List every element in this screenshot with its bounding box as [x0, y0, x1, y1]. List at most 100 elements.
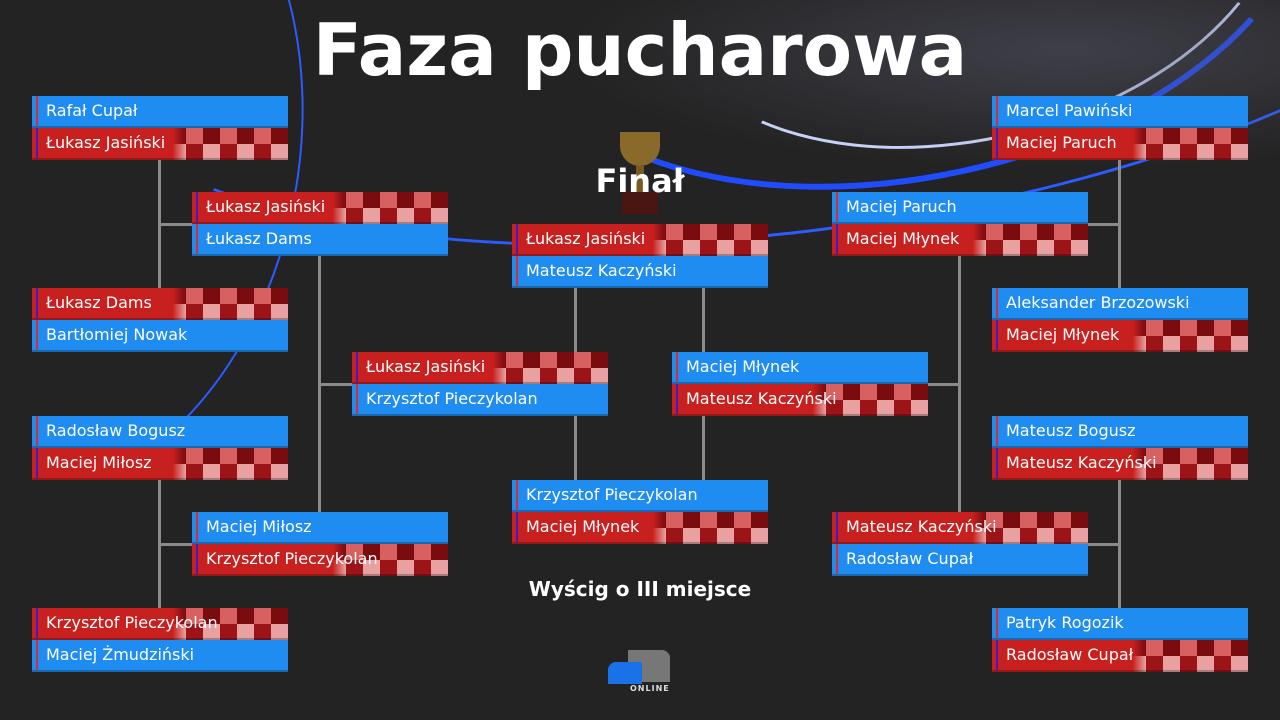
team-color-strip [672, 352, 678, 382]
player-name: Mateusz Kaczyński [846, 517, 997, 536]
player-name: Patryk Rogozik [1006, 613, 1124, 632]
player-row[interactable]: Krzysztof Pieczykolan [352, 384, 608, 416]
team-color-strip [352, 384, 358, 414]
winner-row[interactable]: Maciej Miłosz [32, 448, 288, 480]
team-color-strip [992, 640, 998, 670]
player-name: Mateusz Kaczyński [686, 389, 837, 408]
team-color-strip [992, 416, 998, 446]
player-row[interactable]: Aleksander Brzozowski [992, 288, 1248, 320]
player-name: Radosław Cupał [846, 549, 974, 568]
player-row[interactable]: Maciej Miłosz [192, 512, 448, 544]
winner-row[interactable]: Radosław Cupał [992, 640, 1248, 672]
team-color-strip [832, 224, 838, 254]
player-name: Bartłomiej Nowak [46, 325, 188, 344]
winner-row[interactable]: Maciej Młynek [512, 512, 768, 544]
player-name: Radosław Cupał [1006, 645, 1134, 664]
player-row[interactable]: Maciej Żmudziński [32, 640, 288, 672]
player-name: Radosław Bogusz [46, 421, 186, 440]
team-color-strip [992, 128, 998, 158]
player-row[interactable]: Łukasz Dams [192, 224, 448, 256]
team-color-strip [32, 448, 38, 478]
player-row[interactable]: Krzysztof Pieczykolan [512, 480, 768, 512]
team-color-strip [32, 608, 38, 638]
winner-row[interactable]: Mateusz Kaczyński [832, 512, 1088, 544]
winner-row[interactable]: Maciej Młynek [992, 320, 1248, 352]
team-color-strip [352, 352, 358, 382]
player-name: Maciej Młynek [846, 229, 960, 248]
player-name: Łukasz Jasiński [206, 197, 326, 216]
team-color-strip [672, 384, 678, 414]
player-name: Mateusz Kaczyński [1006, 453, 1157, 472]
winner-row[interactable]: Krzysztof Pieczykolan [192, 544, 448, 576]
team-color-strip [192, 192, 198, 222]
winner-row[interactable]: Maciej Paruch [992, 128, 1248, 160]
player-row[interactable]: Radosław Bogusz [32, 416, 288, 448]
player-name: Maciej Paruch [1006, 133, 1117, 152]
team-color-strip [512, 224, 518, 254]
winner-row[interactable]: Łukasz Dams [32, 288, 288, 320]
team-color-strip [512, 480, 518, 510]
team-color-strip [32, 320, 38, 350]
player-name: Maciej Młynek [1006, 325, 1120, 344]
winner-row[interactable]: Łukasz Jasiński [32, 128, 288, 160]
team-color-strip [192, 224, 198, 254]
player-row[interactable]: Patryk Rogozik [992, 608, 1248, 640]
player-name: Aleksander Brzozowski [1006, 293, 1190, 312]
player-name: Łukasz Jasiński [46, 133, 166, 152]
winner-row[interactable]: Łukasz Jasiński [192, 192, 448, 224]
team-color-strip [32, 128, 38, 158]
team-color-strip [992, 608, 998, 638]
player-row[interactable]: Maciej Paruch [832, 192, 1088, 224]
player-row[interactable]: Rafał Cupał [32, 96, 288, 128]
player-row[interactable]: Radosław Cupał [832, 544, 1088, 576]
player-row[interactable]: Maciej Młynek [672, 352, 928, 384]
winner-row[interactable]: Łukasz Jasiński [512, 224, 768, 256]
winner-row[interactable]: Łukasz Jasiński [352, 352, 608, 384]
team-color-strip [512, 512, 518, 542]
team-color-strip [32, 288, 38, 318]
player-name: Łukasz Jasiński [366, 357, 486, 376]
player-name: Łukasz Dams [206, 229, 312, 248]
player-name: Rafał Cupał [46, 101, 138, 120]
player-row[interactable]: Bartłomiej Nowak [32, 320, 288, 352]
player-name: Krzysztof Pieczykolan [46, 613, 218, 632]
player-name: Łukasz Jasiński [526, 229, 646, 248]
player-row[interactable]: Mateusz Kaczyński [512, 256, 768, 288]
player-name: Maciej Żmudziński [46, 645, 195, 664]
team-color-strip [992, 448, 998, 478]
player-name: Marcel Pawiński [1006, 101, 1133, 120]
team-color-strip [832, 512, 838, 542]
player-row[interactable]: Marcel Pawiński [992, 96, 1248, 128]
third-place-label: Wyścig o III miejsce [528, 577, 752, 601]
team-color-strip [992, 288, 998, 318]
team-color-strip [192, 512, 198, 542]
team-color-strip [992, 320, 998, 350]
winner-row[interactable]: Mateusz Kaczyński [992, 448, 1248, 480]
player-name: Maciej Paruch [846, 197, 957, 216]
team-color-strip [512, 256, 518, 286]
player-row[interactable]: Mateusz Bogusz [992, 416, 1248, 448]
team-color-strip [992, 96, 998, 126]
team-color-strip [32, 640, 38, 670]
trophy-icon [612, 132, 668, 216]
winner-row[interactable]: Krzysztof Pieczykolan [32, 608, 288, 640]
winner-row[interactable]: Mateusz Kaczyński [672, 384, 928, 416]
player-name: Maciej Młynek [526, 517, 640, 536]
player-name: Krzysztof Pieczykolan [366, 389, 538, 408]
winner-row[interactable]: Maciej Młynek [832, 224, 1088, 256]
player-name: Mateusz Kaczyński [526, 261, 677, 280]
page-title: Faza pucharowa [312, 8, 968, 92]
team-color-strip [192, 544, 198, 574]
